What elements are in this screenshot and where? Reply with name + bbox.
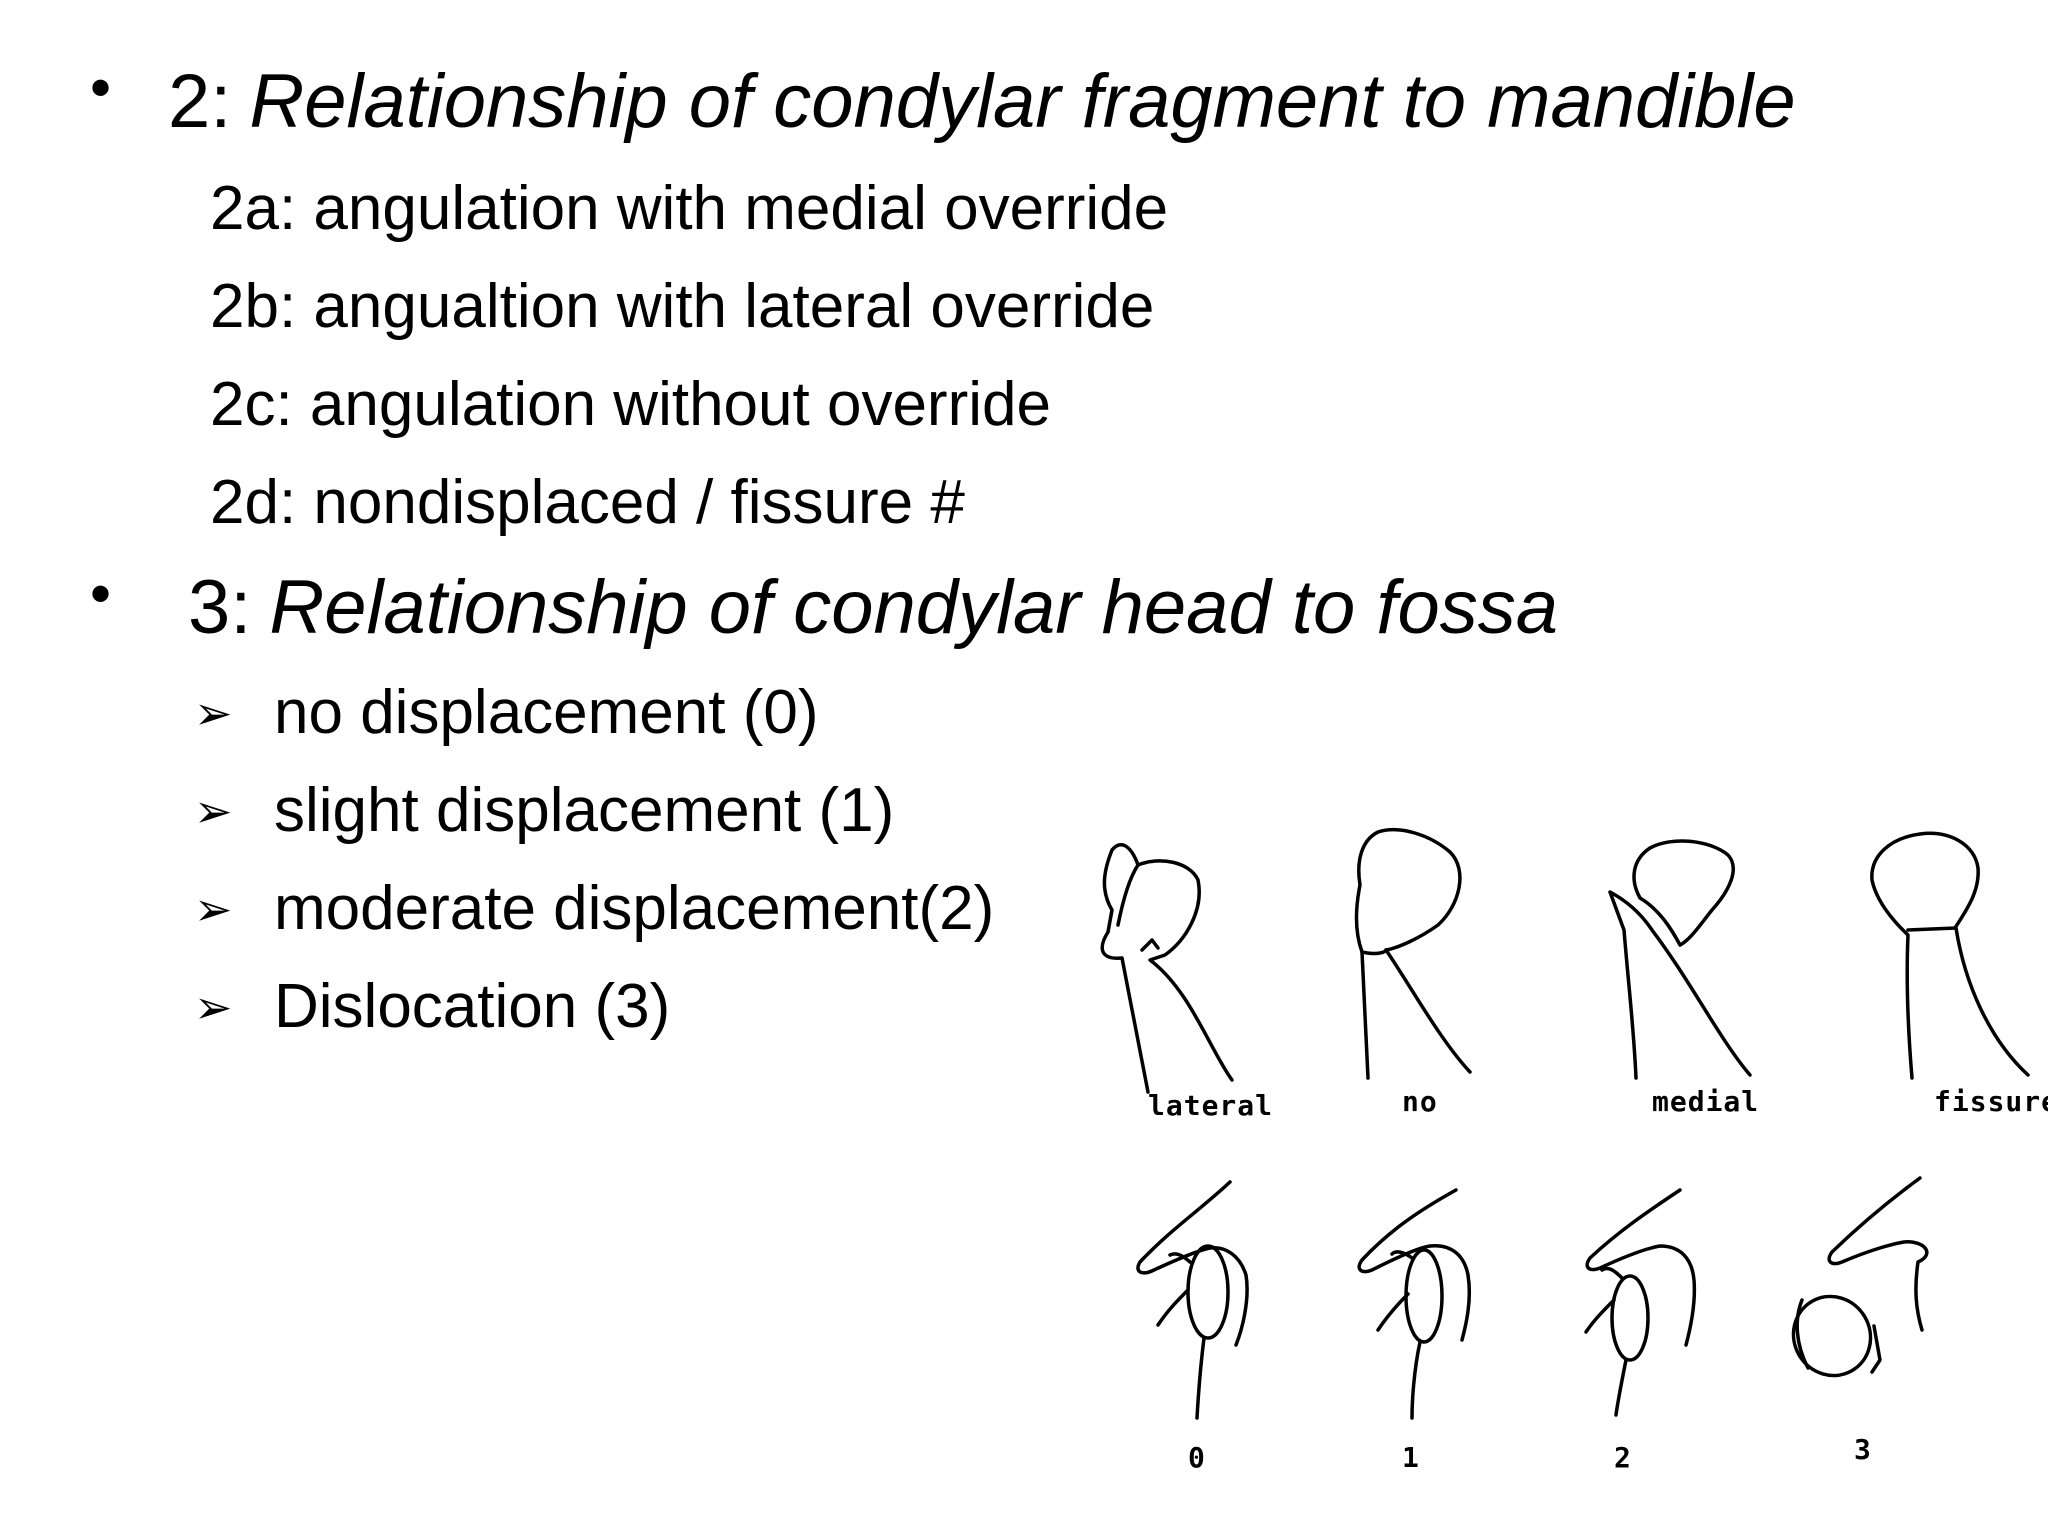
sub-item-2c: 2c: angulation without override xyxy=(210,370,1051,439)
figure-label-0: 0 xyxy=(1188,1441,1206,1474)
sub-item-2d: 2d: nondisplaced / fissure # xyxy=(210,468,965,537)
displacement-item-1: slight displacement (1) xyxy=(274,776,895,845)
condyle-medial-override-drawing xyxy=(1608,839,1752,1080)
arrow-bullet-icon: ➢ xyxy=(194,784,233,838)
section-3-topic: Relationship of condylar head to fossa xyxy=(269,565,1558,650)
section-3-heading: 3: Relationship of condylar head to foss… xyxy=(188,570,1558,646)
bullet-dot-section-2: • xyxy=(90,54,112,121)
displacement-item-3: Dislocation (3) xyxy=(274,972,671,1041)
displacement-item-0: no displacement (0) xyxy=(274,678,819,747)
displacement-item-2: moderate displacement(2) xyxy=(274,874,995,943)
arrow-bullet-icon: ➢ xyxy=(194,882,233,936)
figure-label-2: 2 xyxy=(1614,1441,1632,1474)
condyle-lateral-override-drawing xyxy=(1100,843,1234,1094)
fossa-displacement-2-drawing xyxy=(1584,1188,1697,1417)
sub-item-2b: 2b: angualtion with lateral override xyxy=(210,272,1155,341)
arrow-bullet-icon: ➢ xyxy=(194,686,233,740)
condyle-no-override-drawing xyxy=(1354,827,1472,1080)
figure-label-fissure: fissure xyxy=(1934,1085,2048,1118)
fossa-displacement-1-drawing xyxy=(1357,1188,1472,1420)
figure-label-lateral: lateral xyxy=(1148,1089,1274,1122)
section-3-number: 3: xyxy=(188,565,252,650)
section-2-heading: 2: Relationship of condylar fragment to … xyxy=(168,64,1796,140)
figure-label-3: 3 xyxy=(1854,1433,1872,1466)
condyle-fissure-drawing xyxy=(1870,831,2030,1080)
bullet-dot-section-3: • xyxy=(90,560,112,627)
fossa-displacement-3-drawing xyxy=(1791,1176,1929,1378)
section-2-topic: Relationship of condylar fragment to man… xyxy=(249,59,1796,144)
section-2-number: 2: xyxy=(168,59,232,144)
figure-label-medial: medial xyxy=(1652,1085,1760,1118)
arrow-bullet-icon: ➢ xyxy=(194,980,233,1034)
fossa-displacement-0-drawing xyxy=(1136,1180,1249,1420)
figure-label-1: 1 xyxy=(1402,1441,1420,1474)
figure-label-no: no xyxy=(1402,1085,1438,1118)
sub-item-2a: 2a: angulation with medial override xyxy=(210,174,1169,243)
